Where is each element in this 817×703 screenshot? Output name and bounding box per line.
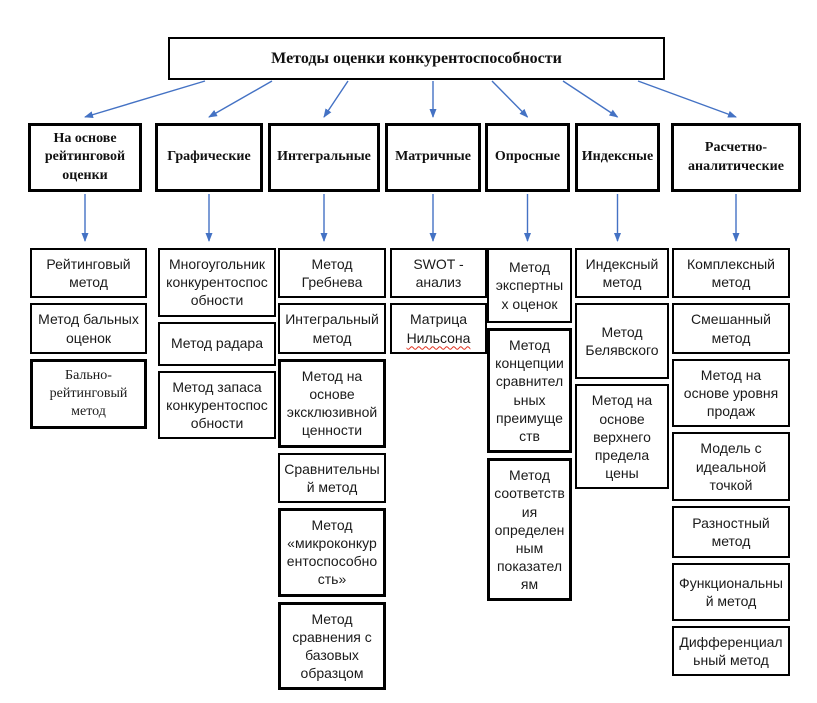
method-box-matrix-1: SWOT - анализ	[390, 248, 487, 299]
category-label: Индексные	[581, 149, 654, 165]
method-box-integral-5: Метод «микроконкурентоспособность»	[278, 507, 386, 597]
method-label: Метод на основе уровня продаж	[683, 366, 779, 420]
method-box-graphic-3: Метод запаса конкурентоспособности	[158, 370, 276, 440]
method-label: Рейтинговый метод	[46, 256, 131, 291]
category-label: Расчетно-аналитические	[688, 140, 784, 174]
method-box-integral-6: Метод сравнения с базовых образцом	[278, 601, 386, 691]
method-label: SWOT - анализ	[413, 256, 464, 291]
method-box-calculation-analytical-5: Разностный метод	[672, 505, 790, 558]
method-label: Метод соответствия определенным показате…	[494, 467, 565, 593]
category-label: Интегральные	[277, 149, 371, 165]
diagram-title: Методы оценки конкурентоспособности	[271, 49, 562, 67]
method-box-index-2: Метод Белявского	[575, 303, 669, 380]
method-label: Модель с идеальной точкой	[695, 440, 767, 493]
method-label: Метод Белявского	[585, 324, 659, 359]
method-label: Сравнительный метод	[284, 460, 380, 495]
method-box-graphic-1: Многоугольник конкурентоспособности	[158, 248, 276, 317]
method-box-calculation-analytical-7: Дифференциальный метод	[672, 625, 790, 677]
method-label: Метод Гребнева	[301, 256, 363, 291]
method-box-survey-2: Метод концепции сравнительных преимущест…	[487, 328, 572, 454]
method-label: Метод запаса конкурентоспособности	[166, 378, 268, 431]
method-label: Смешанный метод	[691, 311, 771, 346]
category-box-integral: Интегральные	[268, 123, 380, 192]
arrow-title-to-integral	[323, 80, 349, 118]
category-box-calculation-analytical: Расчетно-аналитические	[671, 123, 801, 192]
category-label: На основе рейтинговой оценки	[44, 131, 126, 183]
method-box-matrix-2: Матрица Нильсона	[390, 303, 487, 354]
method-label: Функциональный метод	[679, 574, 783, 609]
category-box-index: Индексные	[575, 123, 660, 192]
method-label: Бально-рейтинговый метод	[49, 367, 128, 420]
method-label: Интегральный метод	[285, 311, 379, 346]
method-label: Метод концепции сравнительных преимущест…	[495, 337, 564, 444]
method-label: Индексный метод	[585, 256, 659, 291]
method-box-index-1: Индексный метод	[575, 248, 669, 299]
arrow-title-to-rating-based	[84, 80, 206, 119]
method-box-calculation-analytical-3: Метод на основе уровня продаж	[672, 358, 790, 428]
method-box-survey-1: Метод экспертных оценок	[487, 248, 572, 323]
category-label: Опросные	[494, 149, 561, 165]
arrow-title-to-survey	[491, 80, 529, 118]
arrow-title-to-graphic	[208, 80, 273, 118]
misspelled-word: Нильсона	[406, 329, 471, 346]
title-box: Методы оценки конкурентоспособности	[168, 37, 665, 80]
category-box-survey: Опросные	[485, 123, 570, 192]
method-label: Метод на основе верхнего предела цены	[591, 392, 653, 482]
method-box-calculation-analytical-4: Модель с идеальной точкой	[672, 432, 790, 501]
method-label: Матрица Нильсона	[406, 311, 471, 346]
category-label: Матричные	[395, 149, 471, 165]
method-label: Метод экспертных оценок	[495, 259, 564, 312]
method-box-index-3: Метод на основе верхнего предела цены	[575, 384, 669, 490]
category-label: Графические	[167, 149, 251, 165]
method-box-graphic-2: Метод радара	[158, 321, 276, 366]
method-box-integral-4: Сравнительный метод	[278, 452, 386, 503]
method-label: Разностный метод	[692, 514, 770, 549]
method-box-calculation-analytical-6: Функциональный метод	[672, 562, 790, 621]
method-box-rating-based-1: Рейтинговый метод	[30, 248, 147, 299]
method-box-integral-3: Метод на основе эксклюзивной ценности	[278, 358, 386, 448]
method-box-rating-based-2: Метод бальных оценок	[30, 303, 147, 354]
method-label: Метод радара	[170, 335, 264, 352]
method-box-calculation-analytical-2: Смешанный метод	[672, 303, 790, 354]
method-box-integral-2: Интегральный метод	[278, 303, 386, 354]
method-label: Метод сравнения с базовых образцом	[292, 610, 372, 682]
method-box-survey-3: Метод соответствия определенным показате…	[487, 458, 572, 602]
method-label: Метод на основе эксклюзивной ценности	[286, 367, 378, 439]
method-label: Метод «микроконкурентоспособность»	[286, 516, 378, 588]
arrow-title-to-calculation-analytical	[637, 80, 737, 118]
method-label: Дифференциальный метод	[679, 633, 783, 669]
method-label: Комплексный метод	[687, 256, 775, 291]
category-box-graphic: Графические	[155, 123, 263, 192]
category-box-rating-based: На основе рейтинговой оценки	[28, 123, 142, 192]
arrow-title-to-index	[562, 80, 619, 118]
method-label: Метод бальных оценок	[38, 311, 139, 346]
category-box-matrix: Матричные	[385, 123, 481, 192]
method-label: Многоугольник конкурентоспособности	[166, 256, 268, 309]
method-box-rating-based-3: Бально-рейтинговый метод	[30, 358, 147, 430]
method-box-integral-1: Метод Гребнева	[278, 248, 386, 299]
method-box-calculation-analytical-1: Комплексный метод	[672, 248, 790, 299]
